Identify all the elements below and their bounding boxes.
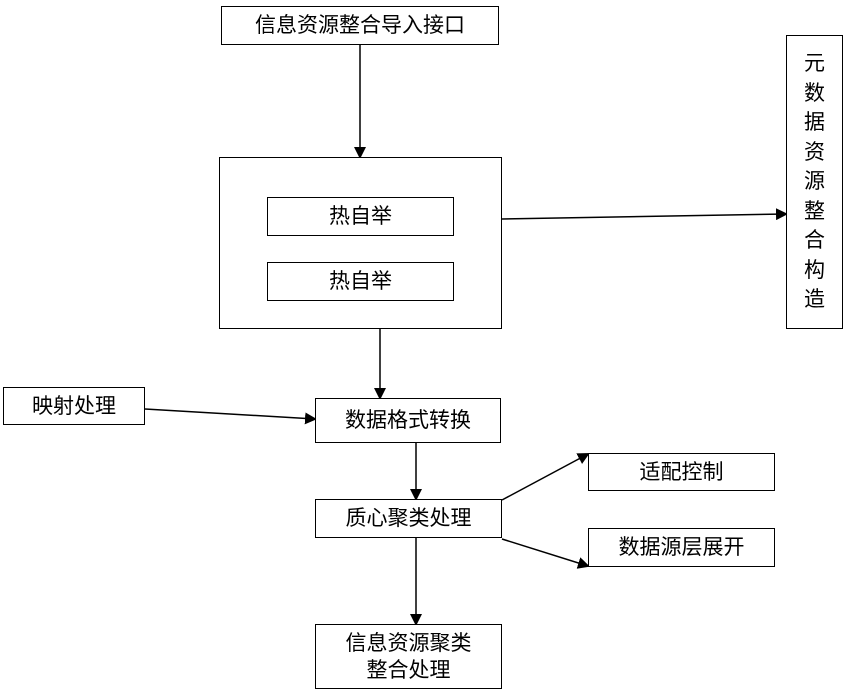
hot-bootstrap-label-2: 热自举 (329, 269, 392, 294)
metadata-char-1: 元 (804, 51, 825, 76)
hot-bootstrap-box-1: 热自举 (267, 197, 454, 236)
bootstrap-group-box (219, 157, 502, 329)
metadata-char-7: 合 (804, 228, 825, 253)
adapt-control-label: 适配控制 (639, 459, 724, 484)
metadata-char-3: 据 (804, 110, 825, 135)
hot-bootstrap-label-1: 热自举 (329, 204, 392, 229)
format-conversion-box: 数据格式转换 (315, 398, 501, 443)
metadata-char-5: 源 (804, 169, 825, 194)
format-conversion-label: 数据格式转换 (345, 408, 471, 433)
final-integration-line1: 信息资源聚类 (345, 631, 472, 656)
arrow-clustering-to-expand (501, 538, 590, 569)
metadata-char-4: 资 (804, 139, 825, 164)
clustering-label: 质心聚类处理 (345, 506, 472, 531)
adapt-control-box: 适配控制 (588, 453, 775, 491)
source-layer-expand-box: 数据源层展开 (588, 528, 775, 567)
metadata-char-8: 构 (804, 257, 825, 282)
metadata-char-6: 整 (804, 198, 825, 223)
mapping-box: 映射处理 (3, 387, 145, 425)
arrow-bootstrap-to-metadata (501, 208, 788, 221)
import-interface-label: 信息资源整合导入接口 (255, 13, 465, 38)
hot-bootstrap-box-2: 热自举 (267, 262, 454, 301)
final-integration-box: 信息资源聚类 整合处理 (315, 624, 502, 689)
metadata-char-2: 数 (804, 80, 825, 105)
metadata-char-9: 造 (804, 287, 825, 312)
final-integration-line2: 整合处理 (366, 657, 451, 682)
arrow-mapping-to-format (144, 408, 317, 425)
metadata-construction-box: 元 数 据 资 源 整 合 构 造 (786, 35, 843, 329)
mapping-label: 映射处理 (32, 393, 116, 418)
import-interface-box: 信息资源整合导入接口 (221, 6, 499, 45)
source-layer-expand-label: 数据源层展开 (618, 535, 745, 560)
arrow-clustering-to-adapt (501, 453, 590, 501)
clustering-box: 质心聚类处理 (315, 499, 502, 538)
